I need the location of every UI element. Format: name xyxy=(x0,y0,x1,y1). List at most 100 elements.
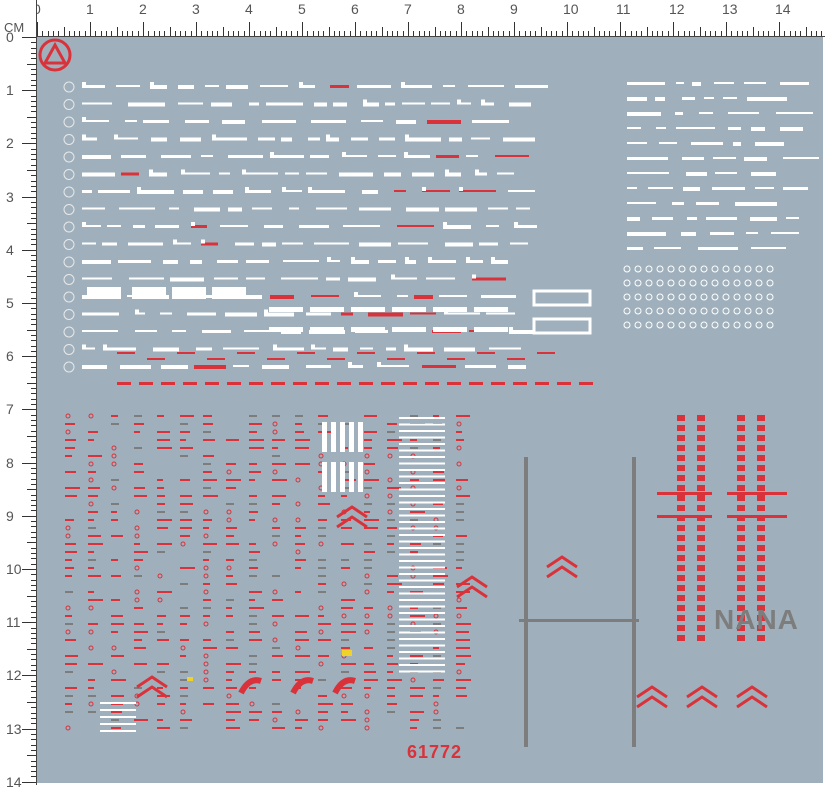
decal-mark xyxy=(456,567,462,569)
decal-label-block xyxy=(132,287,166,299)
decal-mark xyxy=(155,225,179,228)
decal-ring xyxy=(226,509,232,515)
ruler-top-label: 13 xyxy=(722,1,738,17)
decal-mark xyxy=(326,277,340,281)
ruler-tick xyxy=(27,542,36,544)
decal-mark xyxy=(657,492,712,495)
decal-mark xyxy=(468,85,504,87)
decal-hazard xyxy=(757,475,765,481)
ruler-tick xyxy=(31,132,36,134)
ruler-tick xyxy=(127,31,129,36)
decal-mark xyxy=(111,727,121,729)
decal-ring xyxy=(733,293,741,301)
decal-mark xyxy=(295,631,307,633)
ruler-tick xyxy=(31,217,36,219)
ruler-tick xyxy=(620,22,621,36)
decal-hazard xyxy=(697,625,705,631)
decal-mark xyxy=(387,543,394,545)
decal-ring xyxy=(387,605,393,611)
decal-stripe xyxy=(399,644,445,647)
decal-mark xyxy=(120,365,151,369)
decal-ring xyxy=(203,533,209,539)
ruler-tick xyxy=(646,27,648,36)
decal-ring xyxy=(364,693,370,699)
decal-mark xyxy=(410,719,419,721)
decal-ring xyxy=(645,265,653,273)
decal-mark xyxy=(273,344,277,349)
ruler-tick xyxy=(31,350,36,352)
decal-mark xyxy=(509,102,531,107)
ruler-tick xyxy=(31,233,36,235)
ruler-tick xyxy=(31,776,36,778)
decal-ring xyxy=(111,461,117,467)
decal-ring xyxy=(318,453,324,459)
decal-mark xyxy=(341,607,353,609)
ruler-tick xyxy=(31,398,36,400)
decal-stripe xyxy=(381,382,395,385)
decal-mark xyxy=(169,207,179,210)
decal-swoosh xyxy=(238,677,262,695)
decal-mark xyxy=(433,503,443,505)
decal-mark xyxy=(134,415,142,417)
decal-mark xyxy=(472,277,506,281)
decal-mark xyxy=(343,225,380,227)
ruler-tick xyxy=(31,717,36,719)
decal-mark xyxy=(157,431,170,433)
decal-mark xyxy=(173,239,177,244)
decal-mark xyxy=(157,551,165,553)
decal-mark xyxy=(364,463,375,465)
decal-number-circle xyxy=(63,99,75,110)
decal-mark xyxy=(111,679,126,681)
decal-mark xyxy=(180,639,189,641)
decal-mark xyxy=(157,495,165,497)
ruler-tick xyxy=(365,31,367,36)
decal-hazard xyxy=(757,615,765,621)
decal-mark xyxy=(755,187,774,189)
decal-mark xyxy=(377,365,409,367)
decal-ring xyxy=(203,565,209,571)
ruler-tick xyxy=(471,31,473,36)
decal-mark xyxy=(134,551,148,553)
decal-mark xyxy=(410,312,436,315)
decal-ring xyxy=(387,613,393,619)
decal-mark xyxy=(364,431,377,433)
decal-mark xyxy=(249,607,264,609)
decal-mark xyxy=(172,330,186,332)
ruler-tick xyxy=(27,382,36,384)
decal-mark xyxy=(428,260,456,263)
decal-mark xyxy=(456,695,467,697)
decal-ring xyxy=(157,597,163,603)
decal-mark xyxy=(475,172,487,176)
decal-mark xyxy=(82,330,118,332)
ruler-top-label: 7 xyxy=(404,1,412,17)
decal-mark xyxy=(351,257,355,261)
ruler-tick xyxy=(31,579,36,581)
decal-mark xyxy=(510,242,528,245)
ruler-tick xyxy=(31,446,36,448)
decal-mark xyxy=(404,347,433,352)
decal-mark xyxy=(771,232,799,234)
decal-mark xyxy=(134,575,142,577)
decal-ring xyxy=(111,485,117,491)
decal-mark xyxy=(82,277,112,280)
ruler-tick xyxy=(413,31,415,36)
decal-ring xyxy=(272,717,278,723)
decal-mark xyxy=(157,503,165,505)
ruler-tick xyxy=(47,31,49,36)
ruler-tick xyxy=(757,31,759,36)
decal-mark xyxy=(364,559,372,561)
decal-mark xyxy=(472,274,476,279)
decal-ring xyxy=(364,717,370,723)
decal-mark xyxy=(272,703,280,705)
decal-mark xyxy=(364,623,373,625)
ruler-tick xyxy=(360,31,362,36)
decal-mark xyxy=(384,172,401,177)
ruler-tick xyxy=(31,563,36,565)
decal-stripe xyxy=(535,382,549,385)
decal-hazard xyxy=(697,555,705,561)
decal-mark xyxy=(272,615,284,617)
decal-mark xyxy=(333,347,348,352)
decal-ring xyxy=(623,265,631,273)
decal-mark xyxy=(82,347,95,350)
decal-mark xyxy=(111,535,123,537)
